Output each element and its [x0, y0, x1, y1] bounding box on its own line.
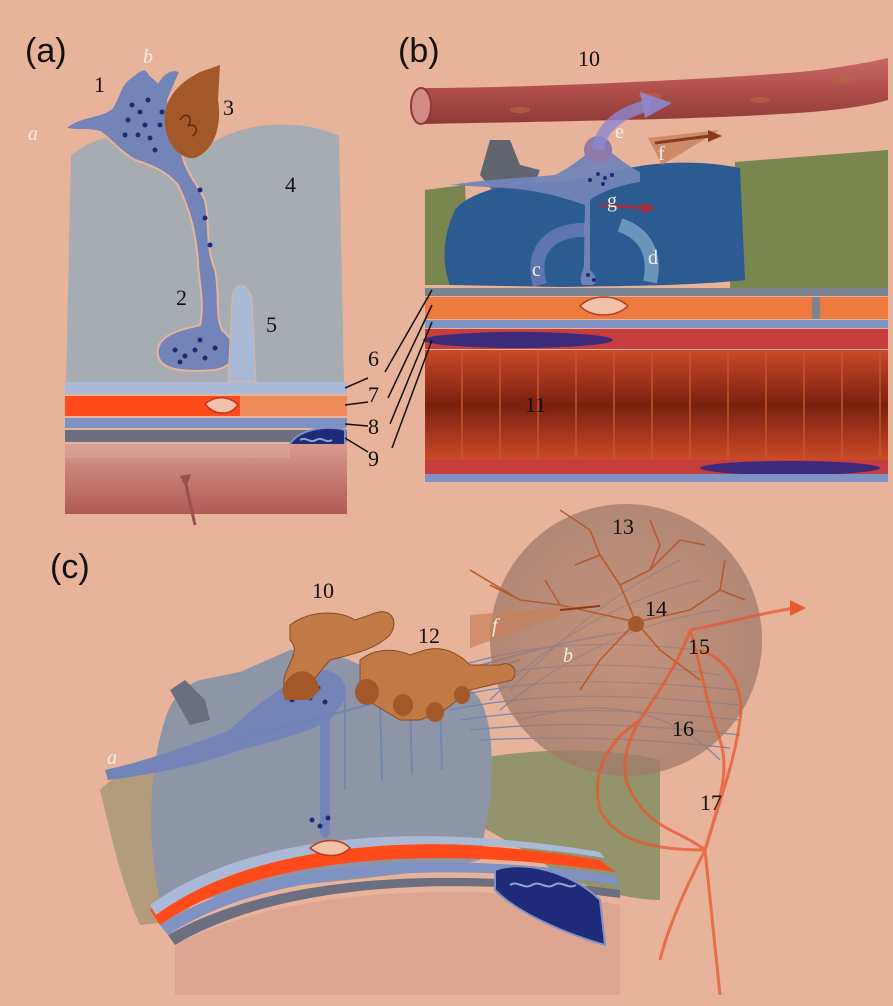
panel-a-process — [228, 286, 256, 382]
label-10-b: 10 — [578, 46, 600, 71]
panel-a-layer-blue — [65, 418, 347, 428]
label-17: 17 — [700, 790, 722, 815]
label-13: 13 — [612, 514, 634, 539]
label-c: c — [532, 259, 541, 281]
label-16: 16 — [672, 716, 694, 741]
panel-c: (c) 10 12 13 14 15 16 17 a b f — [50, 504, 806, 995]
label-2: 2 — [176, 285, 187, 310]
label-e: e — [615, 121, 624, 143]
label-1: 1 — [94, 72, 105, 97]
label-6: 6 — [368, 346, 379, 371]
panel-b-muscle-fiber — [425, 350, 888, 460]
label-b: b — [143, 46, 153, 68]
panel-b-label: (b) — [398, 32, 440, 70]
label-b-c: b — [563, 645, 573, 667]
panel-a: (a) a b 1 2 3 4 5 6 7 8 9 — [25, 32, 379, 525]
neuron-soma — [628, 616, 644, 632]
label-9: 9 — [368, 446, 379, 471]
label-d: d — [648, 247, 658, 269]
panel-b: (b) 10 11 c d e f g — [385, 32, 888, 482]
label-10-c: 10 — [312, 578, 334, 603]
label-11: 11 — [525, 392, 546, 417]
panel-b-blood-vessel — [420, 58, 888, 124]
label-a-c: a — [107, 747, 117, 769]
label-g: g — [607, 190, 617, 212]
label-12: 12 — [418, 623, 440, 648]
label-8: 8 — [368, 414, 379, 439]
panel-c-focus-circle — [490, 504, 762, 776]
panel-a-label: (a) — [25, 32, 67, 70]
label-7: 7 — [368, 382, 379, 407]
label-14: 14 — [645, 596, 667, 621]
label-a: a — [28, 123, 38, 145]
label-5: 5 — [266, 312, 277, 337]
panel-c-label: (c) — [50, 548, 90, 586]
label-15: 15 — [688, 634, 710, 659]
label-4: 4 — [285, 172, 296, 197]
label-f-b: f — [658, 143, 665, 165]
label-3: 3 — [223, 95, 234, 120]
panel-a-layer-light-blue — [65, 382, 347, 394]
